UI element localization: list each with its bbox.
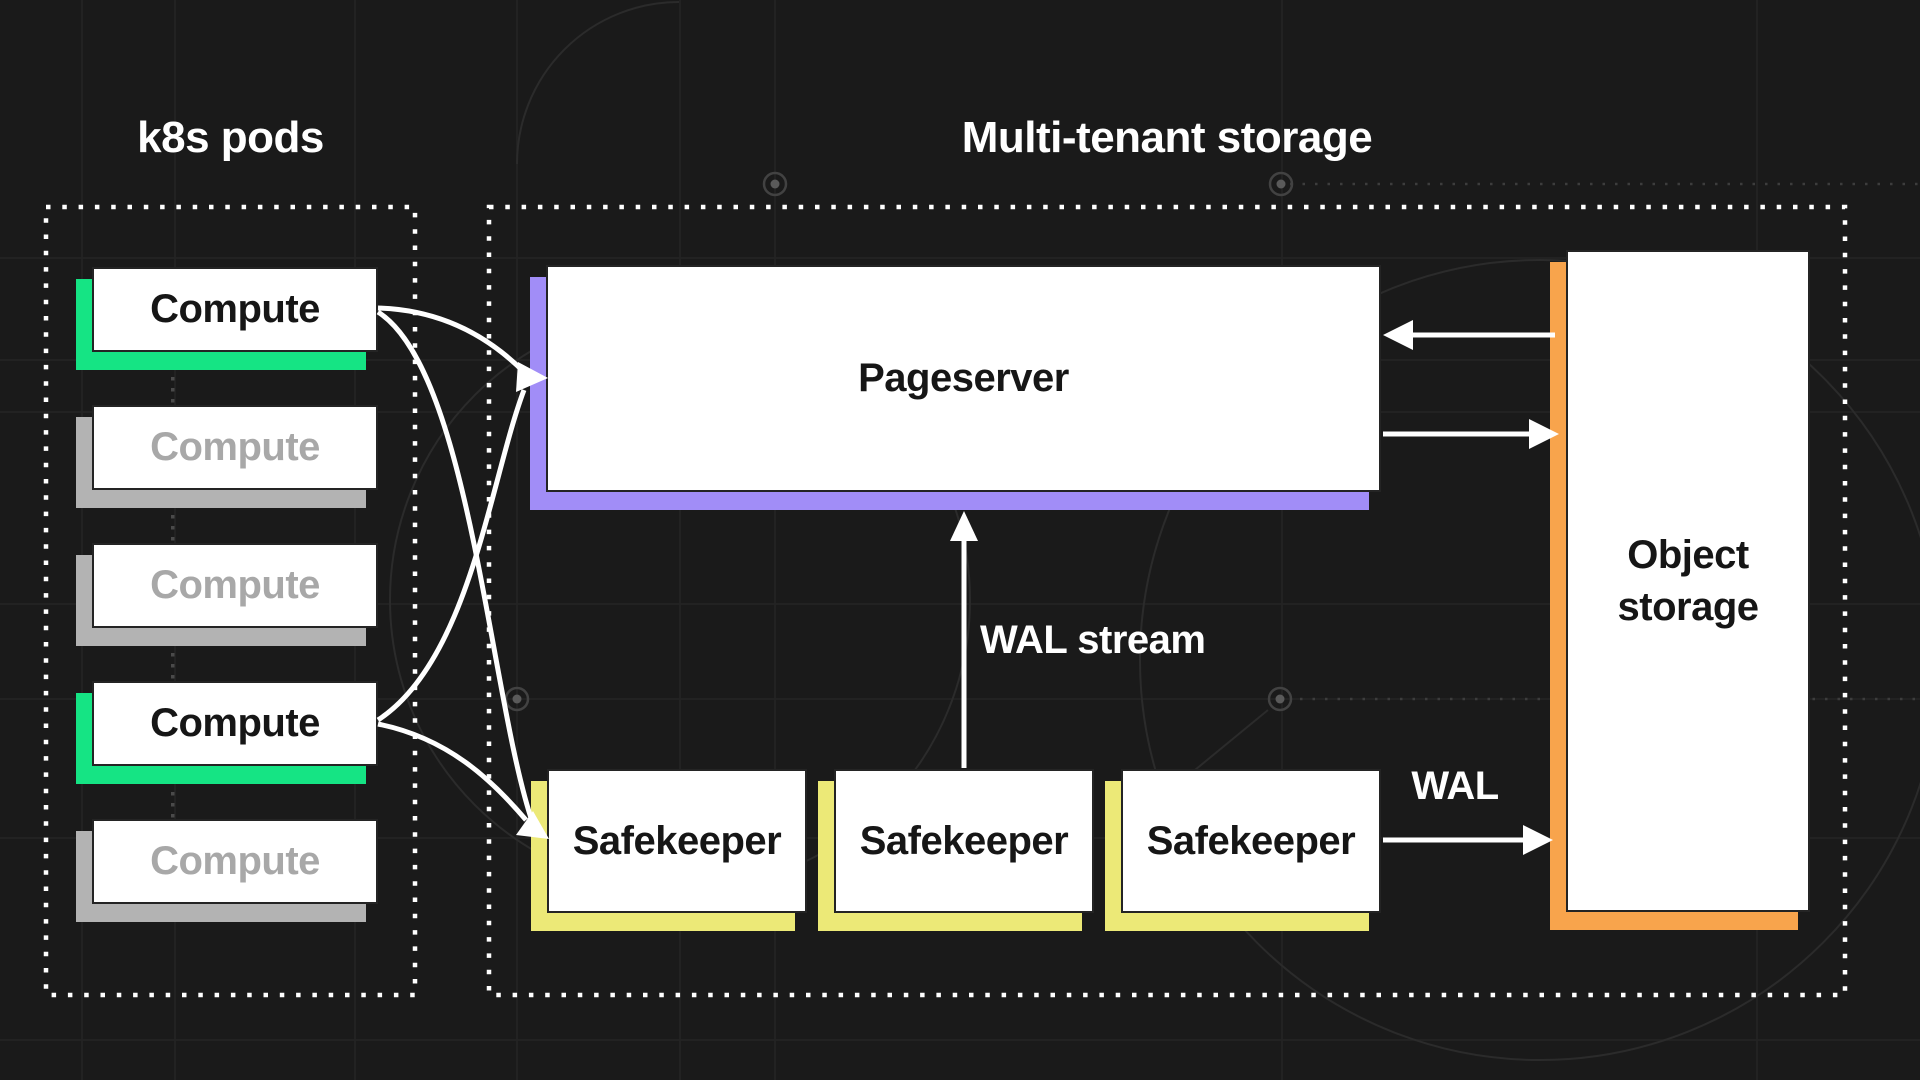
compute-label: Compute xyxy=(92,267,378,352)
arrow-compute4-to-safekeeper xyxy=(377,721,528,822)
safekeeper-node-2: Safekeeper xyxy=(818,769,1094,931)
compute-label: Compute xyxy=(92,819,378,904)
safekeeper-label: Safekeeper xyxy=(547,769,807,913)
pageserver-label: Pageserver xyxy=(546,265,1381,492)
compute-label: Compute xyxy=(92,543,378,628)
object-storage-label: Object storage xyxy=(1566,250,1810,912)
arrow-compute1-to-safekeeper xyxy=(376,309,536,825)
k8s-pods-title: k8s pods xyxy=(137,113,324,162)
compute-node-1: Compute xyxy=(76,267,378,370)
arrow-compute1-to-pageserver xyxy=(377,305,526,374)
compute-label: Compute xyxy=(92,681,378,766)
arrow-compute4-to-pageserver xyxy=(376,389,527,723)
compute-node-3: Compute xyxy=(76,543,378,646)
safekeeper-node-3: Safekeeper xyxy=(1105,769,1381,931)
compute-node-4: Compute xyxy=(76,681,378,784)
wal-label: WAL xyxy=(1411,764,1499,808)
safekeeper-label: Safekeeper xyxy=(834,769,1094,913)
object-storage-node: Object storage xyxy=(1550,250,1810,930)
multi-tenant-storage-title: Multi-tenant storage xyxy=(961,113,1373,162)
compute-label: Compute xyxy=(92,405,378,490)
safekeeper-label: Safekeeper xyxy=(1121,769,1381,913)
compute-node-2: Compute xyxy=(76,405,378,508)
safekeeper-node-1: Safekeeper xyxy=(531,769,807,931)
compute-node-5: Compute xyxy=(76,819,378,922)
pageserver-node: Pageserver xyxy=(530,265,1381,510)
wal-stream-label: WAL stream xyxy=(980,618,1206,662)
